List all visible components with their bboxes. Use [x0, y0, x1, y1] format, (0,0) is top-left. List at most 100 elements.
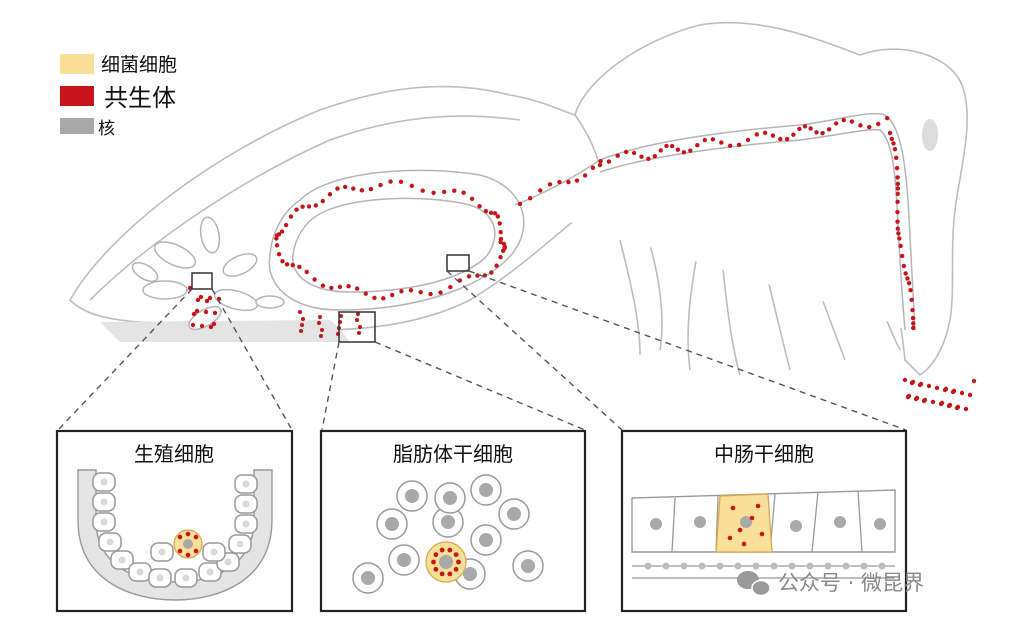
fatbody-highlight-box	[338, 311, 376, 343]
fatbody-cells	[352, 474, 544, 594]
symbiont-dot	[902, 377, 908, 383]
symbiont-dot	[736, 142, 742, 148]
symbiont-dot	[339, 314, 343, 318]
symbiont-dot	[681, 150, 687, 155]
symbiont-dot	[337, 284, 343, 290]
symbiont-dot	[911, 325, 916, 331]
germ-cell-nucleus	[106, 538, 114, 546]
symbiont-dot	[778, 136, 783, 142]
symbiont-dot	[695, 142, 700, 148]
symbiont-dot	[597, 162, 603, 168]
midgut-highlight-box	[446, 254, 470, 272]
symbiont-dot	[477, 203, 482, 209]
symbiont-dot	[346, 284, 351, 289]
symbiont-dot	[469, 196, 475, 202]
symbiont-dot	[327, 192, 333, 197]
symbiont-dot	[381, 296, 386, 301]
symbiont-dot	[456, 559, 461, 565]
basal-nucleus	[716, 562, 724, 570]
fatbody-cell-nucleus	[385, 517, 399, 531]
symbiont-dot	[727, 535, 733, 541]
symbiont-dot	[910, 307, 915, 313]
symbiont-dot	[590, 165, 596, 170]
symbiont-dot	[212, 310, 218, 316]
symbiont-dot	[475, 273, 480, 278]
symbiont-dot	[938, 401, 944, 407]
germ-cell-nucleus	[100, 498, 108, 506]
symbiont-dot	[921, 398, 927, 404]
symbiont-dot	[439, 571, 445, 577]
symbiont-dot	[901, 263, 907, 269]
symbiont-dot	[669, 143, 675, 149]
symbiont-dot	[351, 186, 356, 191]
symbiont-dot	[895, 219, 900, 224]
symbiont-dot	[185, 552, 191, 558]
symbiont-dot	[300, 323, 304, 327]
symbiont-dot	[177, 534, 183, 540]
panel-title-germline: 生殖细胞	[134, 442, 214, 466]
symbiont-dot	[368, 186, 374, 192]
symbiont-dot	[820, 130, 825, 136]
fatbody-cell-nucleus	[479, 533, 493, 547]
symbiont-dot	[284, 262, 290, 267]
symbiont-dot	[702, 137, 708, 143]
enterocyte-nucleus	[874, 518, 886, 530]
germ-cell-nucleus	[156, 574, 164, 582]
symbiont-dot	[946, 403, 952, 409]
symbiont-dot	[356, 312, 360, 316]
symbiont-dot	[447, 571, 453, 577]
symbiont-dot	[274, 243, 280, 248]
symbiont-dot	[453, 566, 459, 572]
basal-nucleus	[824, 562, 832, 570]
symbiont-dot	[298, 310, 302, 314]
symbiont-dot	[894, 165, 900, 171]
legend-swatch-symbiont	[60, 86, 94, 106]
symbiont-dot	[895, 191, 900, 196]
symbiont-dot	[190, 322, 196, 328]
symbiont-dot	[320, 283, 326, 288]
basal-nucleus	[734, 562, 742, 570]
symbiont-dot	[211, 321, 217, 327]
symbiont-dot	[191, 311, 197, 317]
symbiont-dot	[466, 274, 472, 279]
germ-cell-nucleus	[100, 518, 108, 526]
symbiont-dot	[452, 188, 457, 193]
symbiont-dot	[185, 531, 191, 537]
symbiont-dot	[770, 133, 776, 138]
symbiont-dot	[453, 552, 459, 558]
symbiont-dot	[279, 229, 285, 234]
symbiont-dot	[498, 230, 503, 235]
symbiont-dot	[301, 317, 305, 321]
symbiont-dot	[501, 248, 506, 254]
basal-nucleus	[770, 562, 778, 570]
symbiont-dot	[372, 295, 377, 301]
symbiont-dot	[177, 548, 183, 554]
symbiont-dot	[664, 143, 669, 149]
symbiont-dot	[320, 198, 325, 204]
eye-spot	[922, 119, 938, 151]
symbiont-dot	[858, 123, 863, 128]
symbiont-dot	[895, 186, 901, 191]
symbiont-dot	[280, 259, 285, 264]
symbiont-dot	[797, 126, 802, 132]
symbiont-dot	[448, 284, 453, 290]
gut-loop	[268, 112, 916, 331]
symbiont-dot	[884, 115, 890, 121]
germ-cell-nucleus	[206, 568, 214, 576]
symbiont-dot	[911, 321, 916, 326]
symbiont-dot	[833, 121, 839, 126]
symbiont-dot	[319, 334, 323, 338]
germ-cell-nucleus	[242, 500, 250, 508]
symbiont-dot	[207, 295, 213, 301]
basal-nucleus	[698, 562, 706, 570]
symbiont-dot	[431, 559, 436, 565]
symbiont-dot	[754, 132, 759, 137]
fatbody-cell-nucleus	[463, 567, 477, 581]
bacteriocyte-nucleus	[439, 555, 453, 569]
basal-nucleus	[860, 562, 868, 570]
bacteriocyte-nucleus	[740, 516, 752, 528]
fatbody-cell-nucleus	[441, 515, 455, 529]
symbiont-dot	[390, 292, 395, 298]
symbiont-dot	[893, 155, 899, 161]
symbiont-dot	[926, 383, 932, 389]
